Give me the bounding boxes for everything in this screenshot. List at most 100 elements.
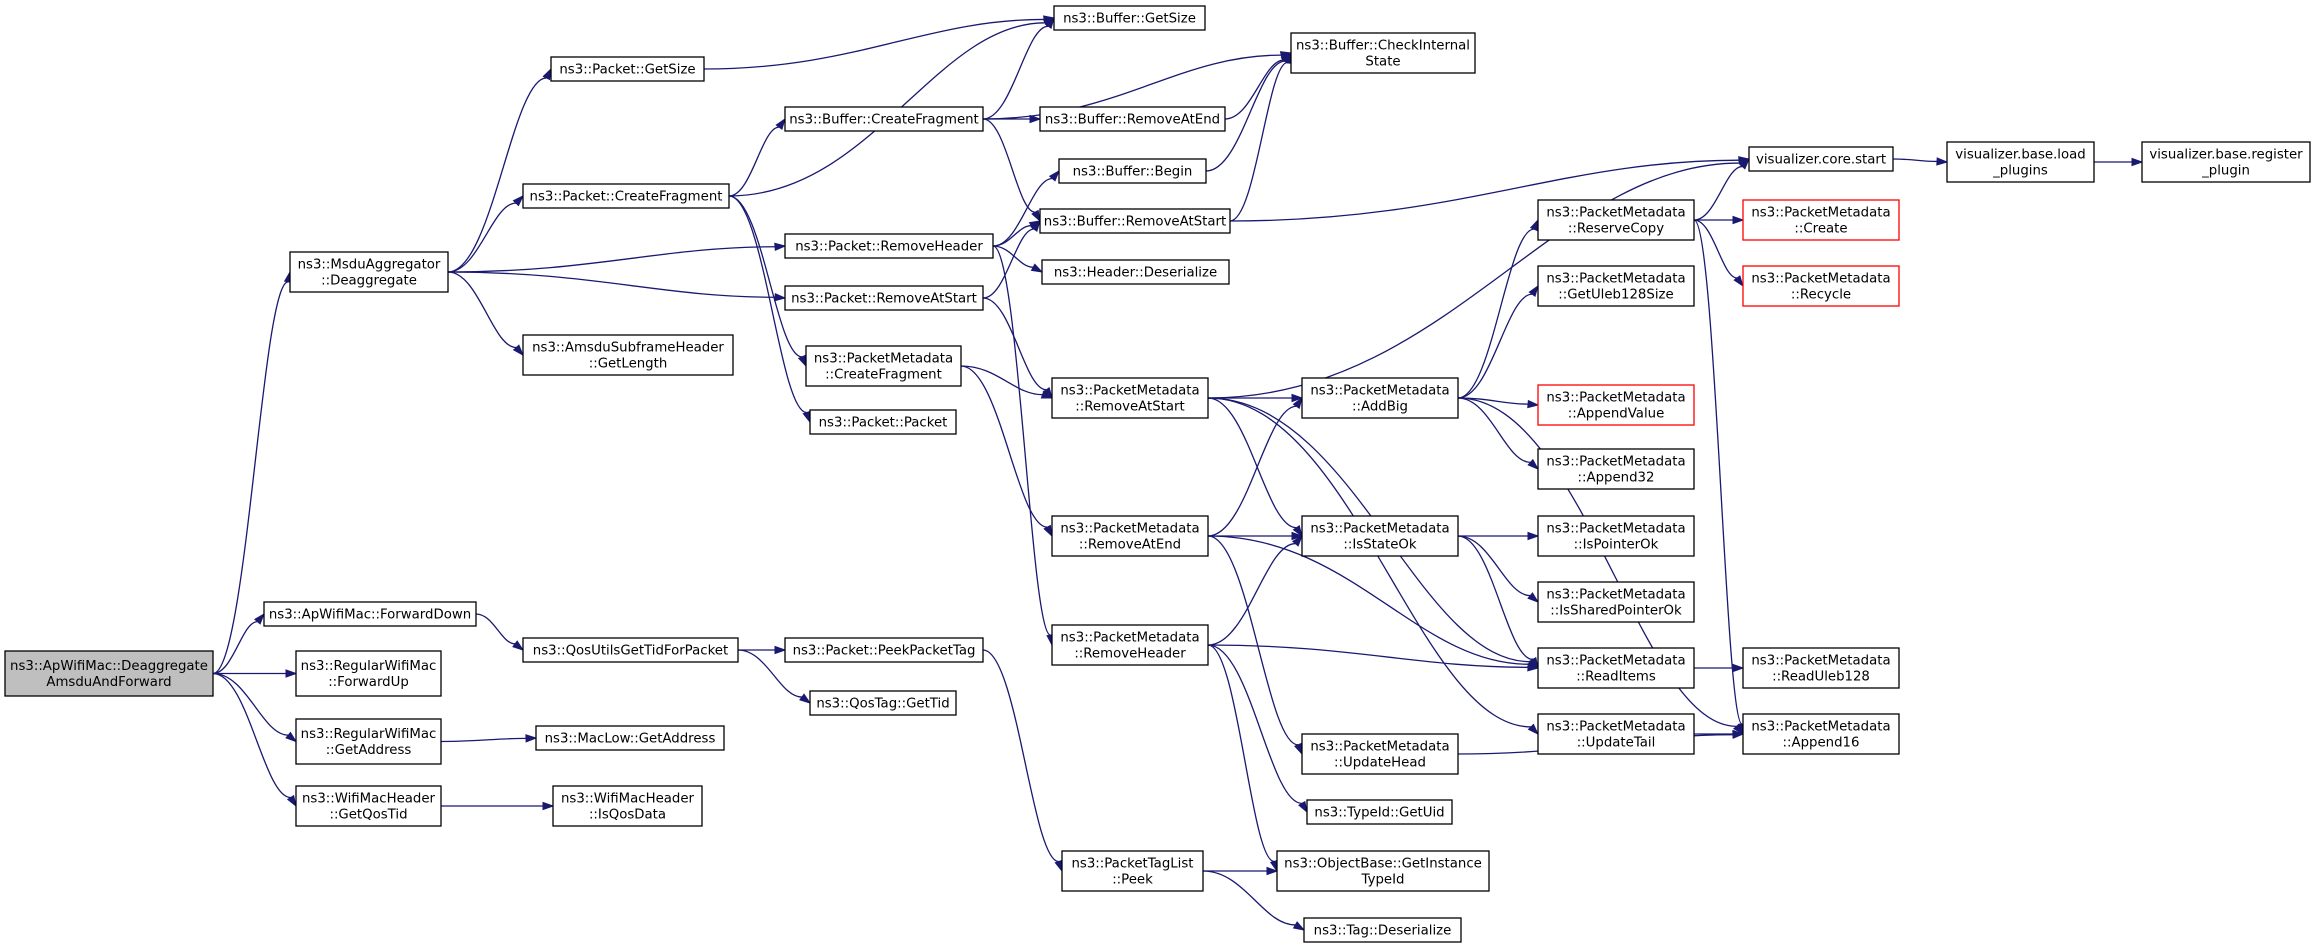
edge-line xyxy=(1207,644,1302,805)
arrowhead-icon xyxy=(1031,209,1041,223)
node-pm-updatetail[interactable]: ns3::PacketMetadata::UpdateTail xyxy=(1537,713,1695,755)
node-label-line: AmsduAndForward xyxy=(46,675,171,690)
node-reg-fwd-up[interactable]: ns3::RegularWifiMac::ForwardUp xyxy=(295,650,442,697)
edge-line xyxy=(1892,158,1938,163)
edge-line xyxy=(728,195,803,358)
arrowhead-icon xyxy=(1738,157,1751,170)
edge-line xyxy=(1207,535,1529,665)
node-pm-updatehead[interactable]: ns3::PacketMetadata::UpdateHead xyxy=(1301,733,1459,775)
node-label-line: ::GetAddress xyxy=(326,743,412,758)
node-buf-remove-atend[interactable]: ns3::Buffer::RemoveAtEnd xyxy=(1039,106,1226,132)
node-pm-getuleb[interactable]: ns3::PacketMetadata::GetUleb128Size xyxy=(1537,265,1695,307)
node-pm-recycle[interactable]: ns3::PacketMetadata::Recycle xyxy=(1742,265,1900,307)
edge-line xyxy=(475,613,516,645)
node-maclow-getaddr[interactable]: ns3::MacLow::GetAddress xyxy=(535,725,725,751)
edge-line xyxy=(1457,535,1533,661)
node-box xyxy=(1051,377,1209,419)
node-buf-begin[interactable]: ns3::Buffer::Begin xyxy=(1058,158,1207,184)
node-box xyxy=(522,334,734,376)
node-pm-readitems[interactable]: ns3::PacketMetadata::ReadItems xyxy=(1537,647,1695,689)
node-pm-create[interactable]: ns3::PacketMetadata::Create xyxy=(1742,199,1900,241)
node-pm-remove-atstart[interactable]: ns3::PacketMetadata::RemoveAtStart xyxy=(1051,377,1209,419)
node-box xyxy=(809,409,957,435)
node-pm-append16[interactable]: ns3::PacketMetadata::Append16 xyxy=(1742,713,1900,755)
arrowhead-icon xyxy=(1292,396,1303,410)
call-edge-pkt_remove_hdr-to-pm_remove_hdr xyxy=(992,245,1055,647)
node-pm-append32[interactable]: ns3::PacketMetadata::Append32 xyxy=(1537,448,1695,490)
edge-line xyxy=(1207,405,1297,537)
node-pkt-remove-atstart[interactable]: ns3::Packet::RemoveAtStart xyxy=(784,285,984,311)
node-typeid-getuid[interactable]: ns3::TypeId::GetUid xyxy=(1306,799,1453,825)
node-pkt-create-frag[interactable]: ns3::Packet::CreateFragment xyxy=(522,183,730,209)
node-label-line: ::UpdateTail xyxy=(1577,736,1656,751)
node-pkt-remove-hdr[interactable]: ns3::Packet::RemoveHeader xyxy=(784,233,994,259)
arrowhead-icon xyxy=(1054,859,1063,873)
node-pm-readuleb[interactable]: ns3::PacketMetadata::ReadUleb128 xyxy=(1742,647,1900,689)
node-buf-getsize[interactable]: ns3::Buffer::GetSize xyxy=(1053,5,1206,31)
edge-line xyxy=(447,271,776,298)
edge-line xyxy=(1207,644,1529,668)
arrowhead-icon xyxy=(1936,157,1949,166)
edge-line xyxy=(982,25,1049,120)
arrowhead-icon xyxy=(2131,157,2144,167)
node-pm-isstateok[interactable]: ns3::PacketMetadata::IsStateOk xyxy=(1301,515,1459,557)
node-label-line: ns3::Buffer::Begin xyxy=(1073,165,1193,180)
call-edge-buf_create_frag-to-buf_getsize xyxy=(982,16,1055,120)
node-buf-create-frag[interactable]: ns3::Buffer::CreateFragment xyxy=(784,106,984,132)
node-pm-reservecopy[interactable]: ns3::PacketMetadata::ReserveCopy xyxy=(1537,199,1695,241)
edge-line xyxy=(982,297,1047,391)
node-qostag-gettid[interactable]: ns3::QosTag::GetTid xyxy=(809,690,957,716)
node-hdr-deserialize[interactable]: ns3::Header::Deserialize xyxy=(1041,259,1230,285)
node-vis-register-plugin[interactable]: visualizer.base.register_plugin xyxy=(2141,141,2311,183)
edge-line xyxy=(992,225,1032,247)
edge-line xyxy=(982,228,1035,299)
arrowhead-icon xyxy=(1528,284,1539,297)
node-pm-ispointerok[interactable]: ns3::PacketMetadata::IsPointerOk xyxy=(1537,515,1695,557)
call-edge-pm_reservecopy-to-pm_append16 xyxy=(1693,219,1747,736)
edge-line xyxy=(447,202,517,273)
node-vis-core-start[interactable]: visualizer.core.start xyxy=(1748,146,1894,172)
edge-line xyxy=(703,18,1045,70)
edge-line xyxy=(992,245,1052,636)
arrowhead-icon xyxy=(1292,921,1306,931)
call-edge-fwd_down-to-qos_utils xyxy=(475,613,525,651)
node-label-line: ::ReadUleb128 xyxy=(1772,670,1870,685)
node-pkt-peek-tag[interactable]: ns3::Packet::PeekPacketTag xyxy=(784,637,984,663)
node-pm-remove-hdr[interactable]: ns3::PacketMetadata::RemoveHeader xyxy=(1051,624,1209,666)
node-pm-appendvalue[interactable]: ns3::PacketMetadata::AppendValue xyxy=(1537,384,1695,426)
node-pm-issharedok[interactable]: ns3::PacketMetadata::IsSharedPointerOk xyxy=(1537,581,1695,623)
node-tag-deserialize[interactable]: ns3::Tag::Deserialize xyxy=(1303,917,1462,943)
node-pkt-packet[interactable]: ns3::Packet::Packet xyxy=(809,409,957,435)
arrowhead-icon xyxy=(1527,458,1540,471)
node-amsdu-getlen[interactable]: ns3::AmsduSubframeHeader::GetLength xyxy=(522,334,734,376)
edge-line xyxy=(1207,542,1296,646)
arrowhead-icon xyxy=(1527,531,1540,541)
arrowhead-icon xyxy=(512,344,525,357)
node-qos-utils[interactable]: ns3::QosUtilsGetTidForPacket xyxy=(522,637,739,663)
node-reg-get-addr[interactable]: ns3::RegularWifiMac::GetAddress xyxy=(295,718,442,765)
node-pm-create-frag[interactable]: ns3::PacketMetadata::CreateFragment xyxy=(805,345,962,387)
node-msdu-deaggregate[interactable]: ns3::MsduAggregator::Deaggregate xyxy=(289,251,449,293)
call-edge-pkt_remove_hdr-to-buf_remove_atstart xyxy=(992,220,1042,247)
call-edge-pm_remove_hdr-to-pm_readitems xyxy=(1207,644,1540,672)
node-pkt-getsize[interactable]: ns3::Packet::GetSize xyxy=(550,56,705,82)
node-ptl-peek[interactable]: ns3::PacketTagList::Peek xyxy=(1061,850,1204,892)
node-pm-addbig[interactable]: ns3::PacketMetadata::AddBig xyxy=(1301,377,1459,419)
arrowhead-icon xyxy=(774,293,787,302)
node-pm-remove-atend[interactable]: ns3::PacketMetadata::RemoveAtEnd xyxy=(1051,515,1209,557)
call-edge-msdu_deaggregate-to-pkt_remove_hdr xyxy=(447,242,787,273)
node-vis-load-plugins[interactable]: visualizer.base.load_plugins xyxy=(1946,141,2095,183)
node-buf-remove-atstart[interactable]: ns3::Buffer::RemoveAtStart xyxy=(1039,208,1231,234)
node-fwd-down[interactable]: ns3::ApWifiMac::ForwardDown xyxy=(263,601,477,627)
node-box xyxy=(1041,259,1230,285)
node-hdr-isqos[interactable]: ns3::WifiMacHeader::IsQosData xyxy=(552,785,703,827)
call-edge-pm_remove_hdr-to-typeid_getuid xyxy=(1207,644,1308,814)
node-label-line: ns3::Packet::CreateFragment xyxy=(530,190,723,205)
call-edge-pm_reservecopy-to-pm_create xyxy=(1694,215,1745,225)
node-label-line: ::RemoveHeader xyxy=(1074,647,1186,662)
node-hdr-get-qos[interactable]: ns3::WifiMacHeader::GetQosTid xyxy=(295,785,442,827)
arrowhead-icon xyxy=(1527,723,1540,736)
node-label-line: ::IsStateOk xyxy=(1343,538,1416,553)
